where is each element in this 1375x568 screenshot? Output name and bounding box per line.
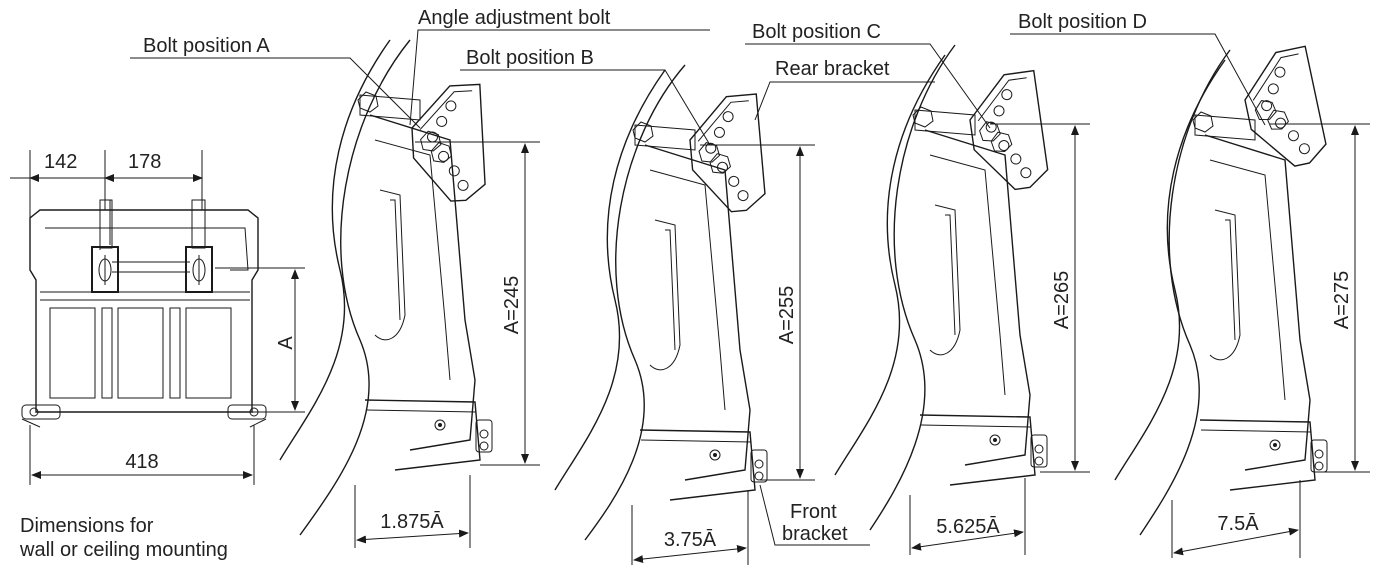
side-view-d: A=275 7.5Ā	[1114, 45, 1370, 558]
label-bolt-position-b: Bolt position B	[466, 47, 594, 69]
label-front-line-1: Front	[790, 501, 837, 523]
side-view-c: A=265 5.625Ā	[834, 44, 1090, 555]
dim-178: 178	[128, 151, 161, 173]
label-rear-bracket: Rear bracket	[775, 58, 890, 80]
dim-a: A	[275, 336, 297, 350]
caption-line-2: wall or ceiling mounting	[19, 539, 228, 561]
dim-142: 142	[44, 151, 77, 173]
side-view-a: A=245 1.875Ā	[279, 39, 540, 548]
height-label-a: A=245	[501, 276, 523, 334]
caption-line-1: Dimensions for	[20, 515, 154, 537]
front-view: 142 178	[10, 150, 305, 561]
height-label-d: A=275	[1331, 271, 1353, 329]
height-label-c: A=265	[1051, 271, 1073, 329]
height-label-b: A=255	[776, 286, 798, 344]
label-angle-adjustment-bolt: Angle adjustment bolt	[418, 7, 611, 29]
angle-label-a: 1.875Ā	[380, 510, 444, 533]
angle-label-c: 5.625Ā	[936, 515, 1000, 538]
label-bolt-position-c: Bolt position C	[752, 21, 881, 43]
label-front-line-2: bracket	[782, 523, 848, 545]
label-bolt-position-a: Bolt position A	[143, 35, 270, 57]
callouts: Angle adjustment bolt Bolt position A Bo…	[130, 7, 1266, 546]
side-view-b: A=255 3.75Ā	[554, 64, 815, 565]
label-bolt-position-d: Bolt position D	[1018, 11, 1147, 33]
dim-418: 418	[125, 451, 158, 473]
angle-label-b: 3.75Ā	[664, 528, 717, 551]
angle-label-d: 7.5Ā	[1217, 512, 1259, 535]
